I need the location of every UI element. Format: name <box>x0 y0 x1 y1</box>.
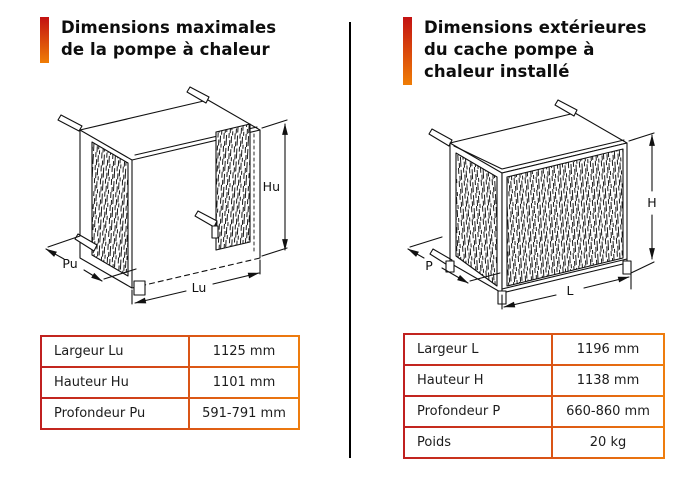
table-cell-label: Profondeur Pu <box>42 399 188 428</box>
pump-cover-dimensions-drawing: H L P <box>407 99 657 310</box>
table-cell-value: 1196 mm <box>553 335 663 364</box>
right-panel-title: Dimensions extérieures du cache pompe à … <box>424 17 647 85</box>
right-panel-header: Dimensions extérieures du cache pompe à … <box>403 17 647 85</box>
heat-pump-dimensions-drawing: Hu Lu Pu <box>45 86 288 305</box>
right-title-line-1: Dimensions extérieures <box>424 18 647 37</box>
dim-label-pu: Pu <box>62 256 77 271</box>
right-title-line-3: chaleur installé <box>424 62 570 81</box>
dim-label-lu: Lu <box>192 280 207 295</box>
table-cell-label: Hauteur H <box>405 366 551 395</box>
table-cell-label: Poids <box>405 428 551 457</box>
table-cell-value: 1125 mm <box>190 337 298 366</box>
left-accent-bar <box>40 17 49 63</box>
left-panel-title: Dimensions maximales de la pompe à chale… <box>61 17 276 63</box>
table-cell-value: 20 kg <box>553 428 663 457</box>
table-cell-label: Hauteur Hu <box>42 368 188 397</box>
right-accent-bar <box>403 17 412 85</box>
dim-label-h: H <box>647 195 656 210</box>
left-panel-header: Dimensions maximales de la pompe à chale… <box>40 17 276 63</box>
table-cell-value: 591-791 mm <box>190 399 298 428</box>
right-dimensions-table: Largeur L 1196 mm Hauteur H 1138 mm Prof… <box>403 333 665 459</box>
table-cell-label: Largeur L <box>405 335 551 364</box>
table-cell-value: 1138 mm <box>553 366 663 395</box>
table-cell-label: Profondeur P <box>405 397 551 426</box>
table-cell-value: 660-860 mm <box>553 397 663 426</box>
dim-label-p: P <box>425 258 433 273</box>
dim-label-hu: Hu <box>263 179 280 194</box>
table-cell-value: 1101 mm <box>190 368 298 397</box>
right-title-line-2: du cache pompe à <box>424 40 595 59</box>
table-cell-label: Largeur Lu <box>42 337 188 366</box>
left-title-line-1: Dimensions maximales <box>61 18 277 37</box>
panel-divider <box>349 22 351 458</box>
dim-label-l: L <box>567 283 574 298</box>
left-title-line-2: de la pompe à chaleur <box>61 40 270 59</box>
left-dimensions-table: Largeur Lu 1125 mm Hauteur Hu 1101 mm Pr… <box>40 335 300 430</box>
